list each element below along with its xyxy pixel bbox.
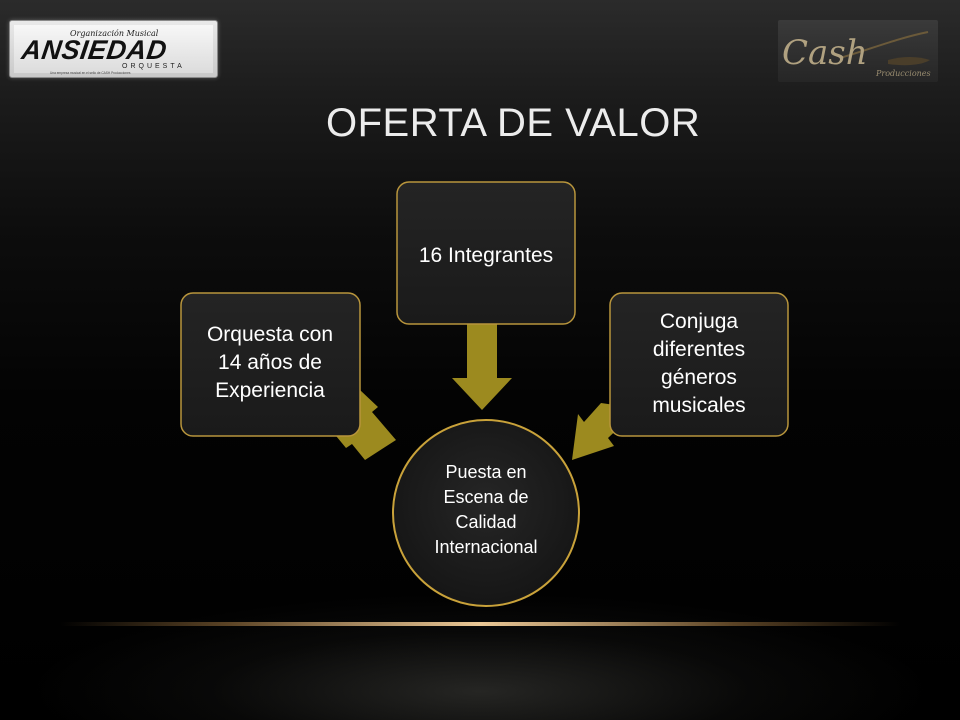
guitar-body-icon [888, 57, 930, 66]
box-top-label: 16 Integrantes [419, 244, 553, 267]
ansiedad-logo: Organización Musical ANSIEDAD ORQUESTA U… [9, 20, 218, 78]
box-left-line-2: 14 años de [218, 351, 322, 374]
floor-line [60, 622, 900, 626]
center-label: Puesta en Escena de Calidad Internaciona… [434, 462, 537, 557]
box-left-label: Orquesta con 14 años de Experiencia [207, 323, 333, 402]
center-line-2: Escena de [443, 487, 528, 507]
cash-logo-name: Cash [782, 33, 868, 73]
box-right-label: Conjuga diferentes géneros musicales [652, 310, 745, 417]
box-top [396, 181, 576, 325]
ansiedad-logo-script: Organización Musical [70, 29, 159, 38]
box-top-line-1: 16 Integrantes [419, 244, 553, 267]
box-right-line-1: Conjuga [660, 310, 739, 333]
center-line-3: Calidad [455, 512, 516, 532]
box-right-line-3: géneros [661, 366, 737, 389]
ansiedad-logo-plate [14, 25, 213, 73]
center-line-4: Internacional [434, 537, 537, 557]
box-left-line-3: Experiencia [215, 379, 325, 402]
arrow-top-to-center [452, 318, 512, 410]
arrow-left-to-center [327, 390, 396, 460]
ansiedad-logo-art: Organización Musical ANSIEDAD ORQUESTA U… [19, 29, 185, 75]
cash-logo: Cash Producciones [778, 20, 938, 82]
cash-logo-art: Cash Producciones [782, 31, 931, 78]
box-right-line-4: musicales [652, 394, 745, 417]
box-left-line-1: Orquesta con [207, 323, 333, 346]
box-right [609, 292, 789, 437]
ansiedad-logo-sub: ORQUESTA [122, 63, 185, 70]
guitar-neck-icon [839, 31, 929, 59]
slide-title: OFERTA DE VALOR [326, 101, 701, 145]
box-left [180, 292, 361, 437]
ansiedad-logo-tagline: Una empresa musical en el sello de CASH … [50, 71, 131, 75]
center-circle [392, 419, 580, 607]
ansiedad-logo-name: ANSIEDAD [19, 34, 169, 65]
center-line-1: Puesta en [445, 462, 526, 482]
cash-logo-sub: Producciones [875, 69, 931, 78]
box-right-line-2: diferentes [653, 338, 745, 361]
